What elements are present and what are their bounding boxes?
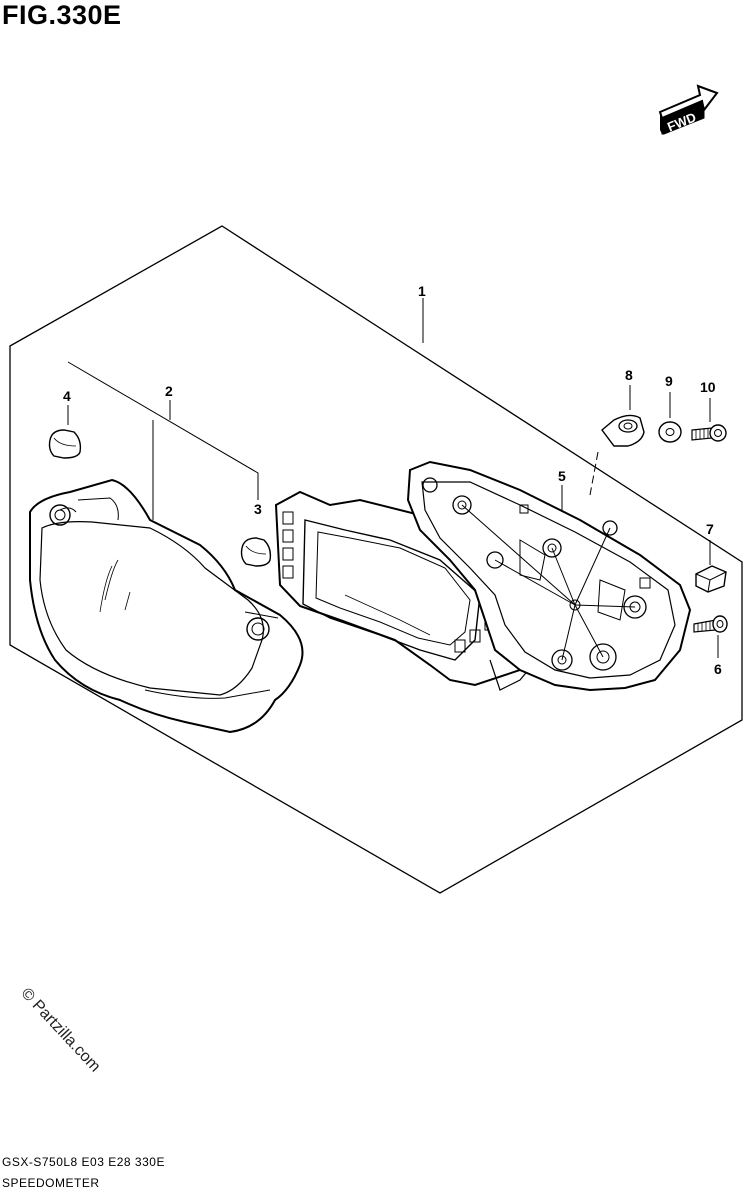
assembly-boundary	[9, 225, 743, 894]
part-5-housing	[406, 460, 692, 692]
fwd-arrow-icon: FWD	[658, 84, 719, 135]
callout-10: 10	[700, 379, 716, 395]
part-8-grommet	[601, 414, 645, 447]
part-2-cover	[29, 478, 304, 734]
part-7-nut	[695, 565, 727, 593]
figure-title: FIG.330E	[2, 0, 122, 30]
callout-1: 1	[418, 283, 426, 299]
part-3-cap	[240, 537, 272, 567]
callout-9: 9	[665, 373, 673, 389]
callout-2: 2	[165, 383, 173, 399]
callout-6: 6	[714, 661, 722, 677]
part-9-washer	[658, 421, 682, 443]
callout-4: 4	[63, 388, 71, 404]
callout-5: 5	[558, 468, 566, 484]
model-code: GSX-S750L8 E03 E28 330E	[2, 1155, 165, 1169]
part-10-screw	[691, 424, 727, 442]
leader-lines	[67, 298, 719, 658]
part-6-screw	[693, 615, 728, 633]
figure-name: SPEEDOMETER	[2, 1176, 100, 1190]
callout-3: 3	[254, 501, 262, 517]
callout-8: 8	[625, 367, 633, 383]
callout-7: 7	[706, 521, 714, 537]
part-4-cap	[48, 429, 82, 459]
